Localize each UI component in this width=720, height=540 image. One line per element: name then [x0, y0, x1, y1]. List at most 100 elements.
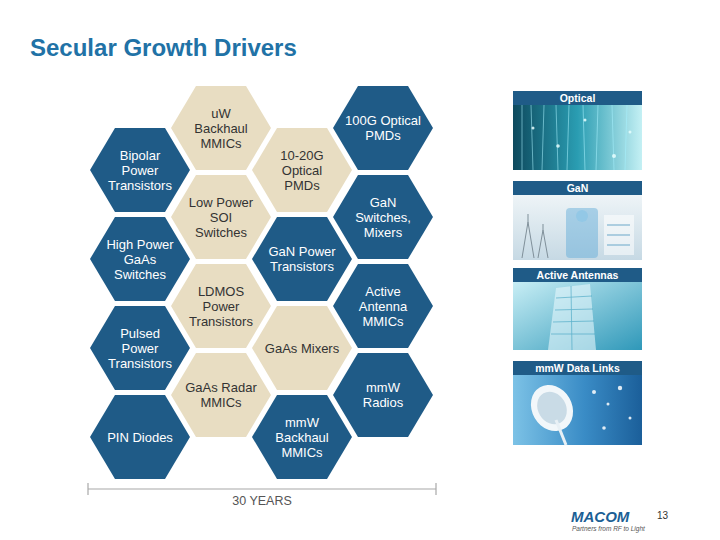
product-hexagon: mmW Backhaul MMICs [252, 395, 352, 479]
product-label: Pulsed Power Transistors [102, 326, 178, 371]
text-holder: uW Backhaul MMICs [171, 86, 271, 170]
hexagon-fill [333, 353, 433, 437]
signal-dots [592, 386, 632, 430]
product-hexagon: uW Backhaul MMICs [171, 86, 271, 170]
category-label: Optical [560, 91, 596, 105]
company-logo: MACOM [571, 508, 641, 526]
text-holder: Bipolar Power Transistors [90, 128, 190, 212]
fiber-strands [522, 105, 627, 170]
satellite-dish [523, 377, 582, 439]
text-holder: mmW Backhaul MMICs [252, 395, 352, 479]
window-row [551, 334, 595, 335]
photo-ground [513, 282, 642, 350]
signal-dot [592, 390, 596, 394]
product-label: GaN Switches, Mixers [345, 195, 421, 240]
hexagon-fill [333, 264, 433, 348]
category-label: Active Antennas [537, 268, 619, 282]
tower-mast [528, 214, 529, 222]
product-label: Active Antenna MMICs [345, 284, 421, 329]
product-hexagon: mmW Radios [333, 353, 433, 437]
hexagon-fill [171, 86, 271, 170]
signal-dot [602, 426, 606, 430]
text-holder: Pulsed Power Transistors [90, 306, 190, 390]
bracket-tick [87, 483, 88, 495]
text-holder: Optical [513, 91, 642, 105]
product-label: GaAs Radar MMICs [183, 380, 259, 410]
product-label: 10-20G Optical PMDs [264, 148, 340, 193]
product-hexagon: PIN Diodes [90, 395, 190, 479]
window-column [571, 286, 572, 350]
product-hexagon: GaN Switches, Mixers [333, 175, 433, 259]
company-tagline: Partners from RF to Light [572, 525, 662, 533]
text-holder: 100G Optical PMDs [333, 86, 433, 170]
category-label-bar: mmW Data Links [513, 361, 642, 375]
product-hexagon: GaN Power Transistors [252, 217, 352, 301]
photo-ground [513, 375, 642, 445]
product-hexagon: High Power GaAs Switches [90, 217, 190, 301]
text-holder: GaN Switches, Mixers [333, 175, 433, 259]
hexagon-fill [171, 264, 271, 348]
signal-dot [618, 386, 622, 390]
board-trace [607, 225, 630, 226]
text-holder: GaN Power Transistors [252, 217, 352, 301]
tower-mast [543, 224, 544, 230]
hexagon-fill [171, 353, 271, 437]
photo-ground [513, 195, 642, 260]
category-label: GaN [567, 181, 589, 195]
category-label: mmW Data Links [535, 361, 620, 375]
fiber-strand [522, 105, 523, 170]
photo-ground [513, 105, 642, 170]
light-dot [584, 119, 587, 122]
mmw-data-links-photo [513, 375, 642, 445]
text-holder: Active Antenna MMICs [333, 264, 433, 348]
fiber-strand [542, 105, 544, 170]
category-label-bar: Active Antennas [513, 268, 642, 282]
text-holder: GaN [513, 181, 642, 195]
hexagon-fill [333, 86, 433, 170]
product-label: Bipolar Power Transistors [102, 148, 178, 193]
board-trace [607, 245, 630, 246]
dish-stand [556, 420, 566, 445]
product-label: mmW Radios [345, 380, 421, 410]
fiber-strand [596, 105, 598, 170]
building [548, 284, 596, 350]
page-number: 13 [640, 510, 668, 522]
device-board [604, 215, 634, 255]
product-hexagon: GaAs Mixers [252, 306, 352, 390]
glow-panel [566, 208, 598, 258]
product-label: mmW Backhaul MMICs [264, 415, 340, 460]
product-hexagon: 100G Optical PMDs [333, 86, 433, 170]
bracket-tick [435, 483, 436, 495]
product-label: High Power GaAs Switches [102, 237, 178, 282]
text-holder: Low Power SOI Switches [171, 175, 271, 259]
signal-dot [629, 417, 632, 420]
product-label: Low Power SOI Switches [183, 195, 259, 240]
light-dot [532, 127, 535, 130]
building-windows [551, 286, 595, 350]
hexagon-fill [252, 217, 352, 301]
product-hexagon: 10-20G Optical PMDs [252, 128, 352, 212]
light-dots [532, 119, 632, 159]
text-holder: mmW Radios [333, 353, 433, 437]
product-hexagon: GaAs Radar MMICs [171, 353, 271, 437]
dish-inner [531, 386, 572, 429]
tower [538, 230, 548, 258]
bracket-line [88, 488, 436, 489]
product-hexagon: Pulsed Power Transistors [90, 306, 190, 390]
tower [522, 222, 534, 258]
text-holder: GaAs Radar MMICs [171, 353, 271, 437]
hexagon-fill [252, 306, 352, 390]
fiber-strand [583, 105, 585, 170]
timeline-label: 30 YEARS [202, 494, 322, 509]
glow-figure [576, 210, 588, 222]
product-hexagon: Low Power SOI Switches [171, 175, 271, 259]
light-dot [612, 154, 616, 158]
hexagon-fill [90, 217, 190, 301]
hexagon-fill [252, 128, 352, 212]
hexagon-fill [333, 175, 433, 259]
product-hexagon: Bipolar Power Transistors [90, 128, 190, 212]
light-dot [629, 131, 632, 134]
text-holder: GaAs Mixers [252, 306, 352, 390]
text-holder: mmW Data Links [513, 361, 642, 375]
window-row [555, 309, 593, 310]
